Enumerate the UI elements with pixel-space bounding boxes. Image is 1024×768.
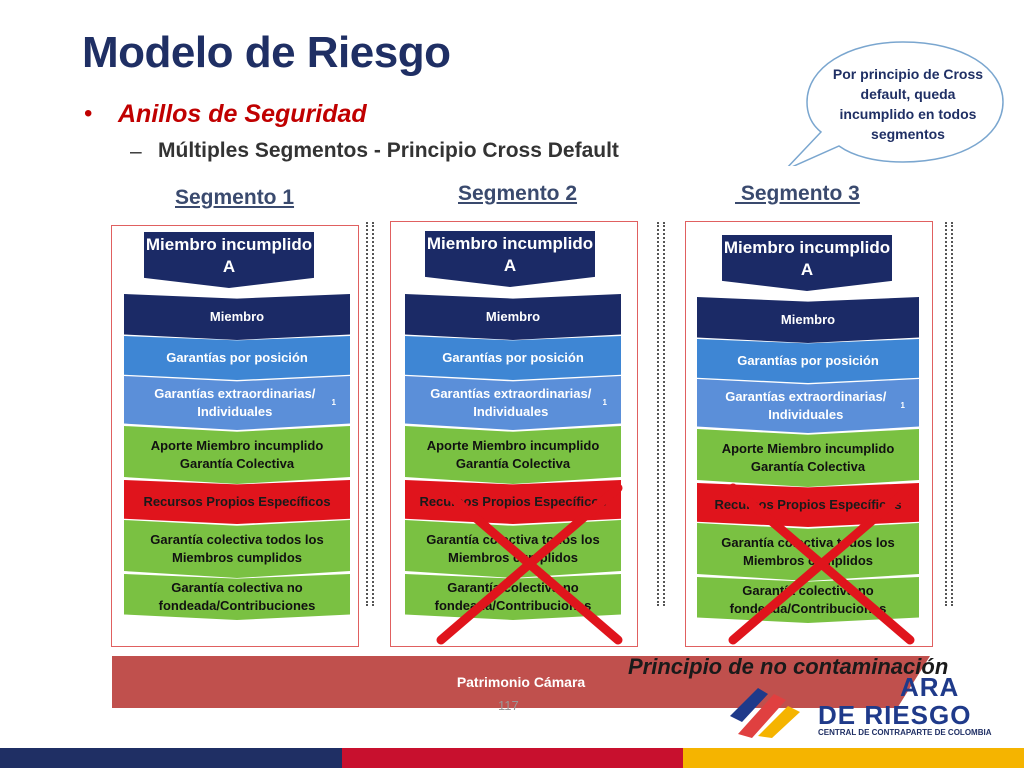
layer-label: Miembro [209, 309, 265, 324]
footer-strip-red [342, 748, 683, 768]
segment-separator [945, 222, 953, 606]
segment-title: Segmento 2 [458, 182, 578, 205]
layer-miembro: Miembro [697, 297, 919, 343]
layer-label: Garantías por posición [442, 350, 584, 365]
layer-aporte-miembro: Aporte Miembro incumplido Garantía Colec… [405, 426, 621, 484]
layer-label: Miembro [485, 309, 541, 324]
layer-miembro: Miembro [124, 294, 350, 340]
footer-strip-navy [0, 748, 342, 768]
layer-garantia-colectiva-cumplidos: Garantía colectiva todos los Miembros cu… [124, 520, 350, 578]
logo-line-3: CENTRAL DE CONTRAPARTE DE COLOMBIA [818, 728, 992, 737]
layer-label: Garantía colectiva no fondeada/Contribuc… [158, 580, 316, 613]
layer-label: Garantías extraordinarias/ Individuales [154, 386, 316, 419]
foundation-patrimonio: Patrimonio Cámara [112, 656, 930, 708]
segment-box [390, 221, 638, 647]
bullet-segmentos: Múltiples Segmentos - Principio Cross De… [158, 139, 619, 162]
layer-garantias-extraordinarias: Garantías extraordinarias/ Individuales 1 [405, 376, 621, 430]
sub-bullet-marker: – [130, 140, 142, 163]
layer-label: Aporte Miembro incumplido Garantía Colec… [721, 441, 895, 474]
footnote-marker: 1 [331, 398, 336, 407]
member-tag: Miembro incumplido A [425, 231, 595, 287]
layer-garantia-no-fondeada: Garantía colectiva no fondeada/Contribuc… [697, 577, 919, 623]
layer-garantia-no-fondeada: Garantía colectiva no fondeada/Contribuc… [124, 574, 350, 620]
segment-title: Segmento 1 [175, 186, 295, 209]
layer-label: Recursos Propios Específicos [143, 494, 331, 509]
layer-recursos-propios: Recursos Propios Específicos [124, 480, 350, 524]
slide-title: Modelo de Riesgo [82, 28, 451, 77]
layer-label: Garantías extraordinarias/ Individuales [725, 389, 887, 422]
member-tag: Miembro incumplido A [144, 232, 314, 288]
page-number: 117 [498, 698, 519, 713]
layer-label: Garantías por posición [166, 350, 308, 365]
layer-garantias-posicion: Garantías por posición [405, 336, 621, 380]
logo-line-2: DE RIESGO [818, 700, 972, 730]
layer-garantias-posicion: Garantías por posición [124, 336, 350, 380]
speech-bubble-shape [787, 41, 1004, 166]
segment-box [685, 221, 933, 647]
segment-separator [657, 222, 665, 606]
layer-miembro: Miembro [405, 294, 621, 340]
layer-label: Garantías extraordinarias/ Individuales [430, 386, 592, 419]
cross-out-icon [436, 483, 623, 645]
segment-box [111, 225, 359, 647]
logo-line-1: ARA [900, 672, 960, 702]
layer-label: Miembro [780, 312, 836, 327]
layer-garantias-posicion: Garantías por posición [697, 339, 919, 383]
principle-label: Principio de no contaminación [628, 654, 949, 679]
layer-label: Aporte Miembro incumplido Garantía Colec… [150, 438, 324, 471]
footnote-marker: 1 [900, 401, 905, 410]
layer-label: Aporte Miembro incumplido Garantía Colec… [426, 438, 600, 471]
footnote-marker: 1 [602, 398, 607, 407]
segment-separator [366, 222, 374, 606]
logo-icon [730, 688, 800, 738]
segment-title: Segmento 3 [735, 182, 860, 205]
member-tag: Miembro incumplido A [722, 235, 892, 291]
bullet-anillos: Anillos de Seguridad [118, 100, 367, 128]
callout-text: Por principio de Cross default, queda in… [832, 66, 984, 142]
layer-aporte-miembro: Aporte Miembro incumplido Garantía Colec… [124, 426, 350, 484]
footer-strip-yellow [683, 748, 1024, 768]
cross-out-icon [728, 483, 915, 645]
bullet-marker: • [84, 100, 93, 127]
layer-label: Garantías por posición [737, 353, 879, 368]
layer-garantias-extraordinarias: Garantías extraordinarias/ Individuales 1 [124, 376, 350, 430]
layer-label: Garantía colectiva todos los Miembros cu… [150, 532, 324, 565]
layer-aporte-miembro: Aporte Miembro incumplido Garantía Colec… [697, 429, 919, 487]
layer-garantias-extraordinarias: Garantías extraordinarias/ Individuales 1 [697, 379, 919, 433]
